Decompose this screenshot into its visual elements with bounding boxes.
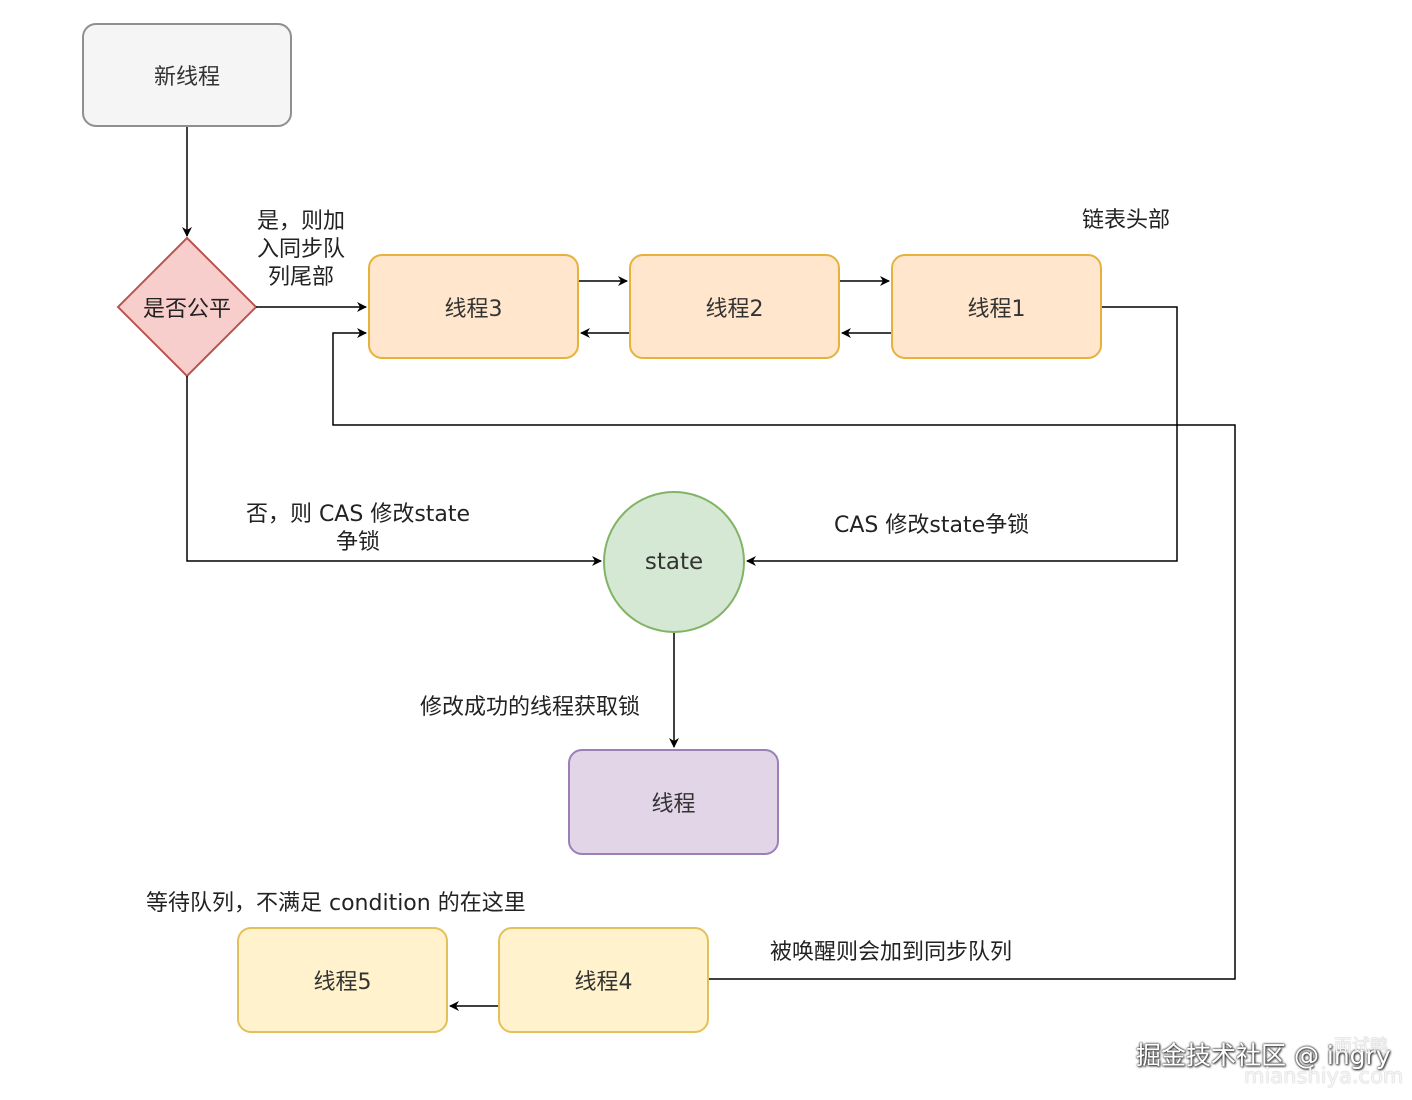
node-thread: 线程: [568, 749, 779, 855]
label-wait-queue: 等待队列，不满足 condition 的在这里: [146, 891, 526, 916]
node-thread3: 线程3: [368, 254, 579, 359]
label-wake-up: 被唤醒则会加到同步队列: [770, 940, 1013, 965]
node-is-fair: 是否公平: [118, 276, 256, 338]
edge-thread1-to-state: [746, 306, 1178, 566]
node-thread3-text: 线程3: [444, 296, 503, 322]
edge-decision-to-state: [186, 376, 602, 566]
edge-thread4-to-thread3: [332, 328, 1236, 980]
label-fair-no-line: 否，则 CAS 修改state: [245, 502, 471, 527]
label-fair-no: 否，则 CAS 修改state 争锁: [222, 501, 494, 557]
node-thread4-text: 线程4: [574, 970, 633, 995]
node-thread2: 线程2: [629, 254, 840, 359]
node-thread5-text: 线程5: [313, 970, 372, 995]
node-is-fair-text: 是否公平: [142, 297, 231, 322]
label-fair-no-line: 争锁: [335, 530, 380, 555]
label-fair-yes-line: 列尾部: [267, 265, 334, 290]
node-new-thread: 新线程: [82, 23, 292, 127]
node-thread5: 线程5: [237, 927, 448, 1033]
label-fair-yes-line: 是，则加: [256, 209, 345, 234]
label-cas-compete: CAS 修改state争锁: [834, 513, 1030, 538]
node-state: state: [603, 491, 745, 633]
watermark-main: 掘金技术社区 @ ingry: [1136, 1041, 1391, 1070]
label-fair-yes: 是，则加 入同步队 列尾部: [236, 208, 366, 292]
node-thread1: 线程1: [891, 254, 1102, 359]
node-state-text: state: [644, 549, 704, 575]
watermark-site: mianshiya.com: [1244, 1064, 1404, 1088]
node-new-thread-text: 新线程: [153, 65, 220, 90]
label-success-acquire: 修改成功的线程获取锁: [420, 695, 641, 720]
node-thread4: 线程4: [498, 927, 709, 1033]
watermark-top: 面试鸭: [1334, 1036, 1388, 1057]
node-thread2-text: 线程2: [705, 296, 764, 322]
node-thread1-text: 线程1: [967, 296, 1026, 322]
label-fair-yes-line: 入同步队: [256, 237, 345, 262]
label-queue-head: 链表头部: [1082, 208, 1171, 233]
node-thread-text: 线程: [651, 792, 696, 817]
